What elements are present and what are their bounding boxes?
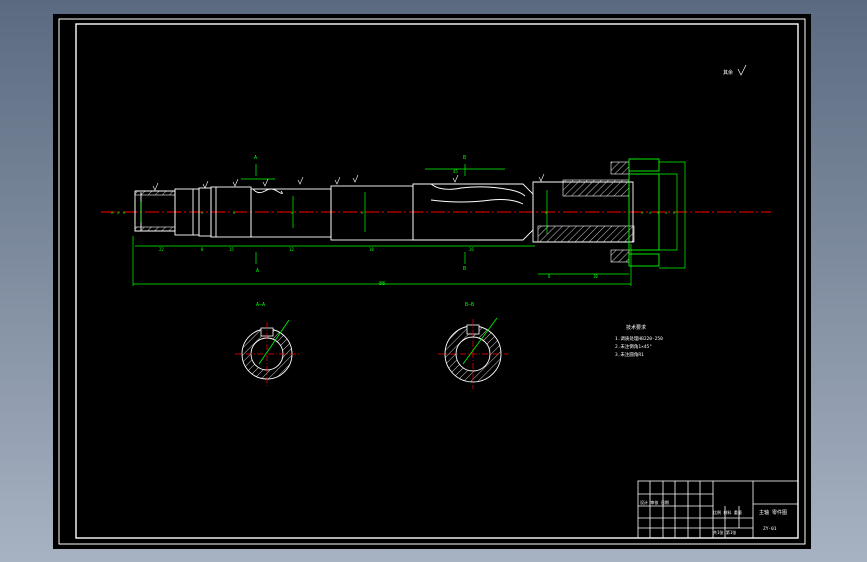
end-flange (628, 158, 660, 267)
roughness-marks (152, 173, 545, 191)
svg-text:⊘: ⊘ (201, 210, 204, 215)
inner-border (75, 23, 799, 539)
title-footer: 共1张 第1张 (713, 529, 736, 535)
shaft-outline (134, 181, 634, 243)
section-b: B—B (438, 302, 508, 389)
svg-text:15: 15 (229, 247, 234, 252)
tech-requirements: 技术要求 1.调质处理HB220-250 2.未注倒角1×45° 3.未注圆角R… (615, 324, 663, 358)
cad-viewport[interactable]: 其余 (53, 14, 811, 549)
svg-text:18: 18 (369, 247, 374, 252)
cut-b-top: B (463, 155, 466, 161)
svg-text:22: 22 (159, 247, 164, 252)
svg-text:⊘: ⊘ (649, 210, 652, 215)
title-scale-row: 比例 材料 重量 (713, 509, 742, 515)
outer-border (58, 18, 806, 545)
section-b-label: B—B (465, 302, 474, 308)
section-a: A—A (235, 302, 299, 386)
svg-text:6: 6 (548, 274, 551, 279)
svg-text:⊘: ⊘ (123, 210, 126, 215)
svg-text:⊘: ⊘ (673, 210, 676, 215)
tech-req-line-3: 3.未注圆角R1 (615, 351, 644, 358)
dimension-lines (132, 161, 686, 286)
svg-text:⊘: ⊘ (233, 210, 236, 215)
keyways (252, 183, 526, 205)
svg-text:⊘: ⊘ (657, 210, 660, 215)
svg-text:12: 12 (289, 247, 294, 252)
tech-req-line-1: 1.调质处理HB220-250 (615, 335, 663, 342)
overall-length-dim: 88 (379, 281, 385, 287)
tech-req-line-2: 2.未注倒角1×45° (615, 343, 652, 350)
svg-text:10: 10 (593, 274, 598, 279)
tech-req-title: 技术要求 (626, 324, 646, 331)
section-a-label: A—A (256, 302, 265, 308)
roughness-note-text: 其余 (723, 69, 733, 76)
svg-text:⊘: ⊘ (117, 210, 120, 215)
cut-a-top: A (254, 155, 257, 161)
cut-plane-markers: A A B B (254, 155, 466, 274)
hatched-sections (134, 161, 635, 263)
svg-text:⊘: ⊘ (545, 210, 548, 215)
title-part-name: 主轴 零件图 (759, 509, 787, 516)
roughness-note: 其余 (723, 64, 747, 76)
svg-text:8: 8 (201, 247, 204, 252)
cut-b-bottom: B (463, 266, 466, 272)
title-block (637, 480, 799, 539)
svg-text:⊘: ⊘ (111, 210, 114, 215)
cut-a-bottom: A (256, 268, 259, 274)
svg-text:45: 45 (453, 169, 458, 174)
svg-text:26: 26 (469, 247, 474, 252)
title-drawing-no: ZY-01 (763, 526, 777, 532)
title-material-row: 设计 审核 日期 (640, 499, 669, 505)
svg-text:⊘: ⊘ (641, 210, 644, 215)
svg-text:⊘: ⊘ (361, 210, 364, 215)
svg-text:⊘: ⊘ (291, 210, 294, 215)
cad-drawing: 其余 (58, 18, 806, 545)
svg-text:⊘: ⊘ (665, 210, 668, 215)
